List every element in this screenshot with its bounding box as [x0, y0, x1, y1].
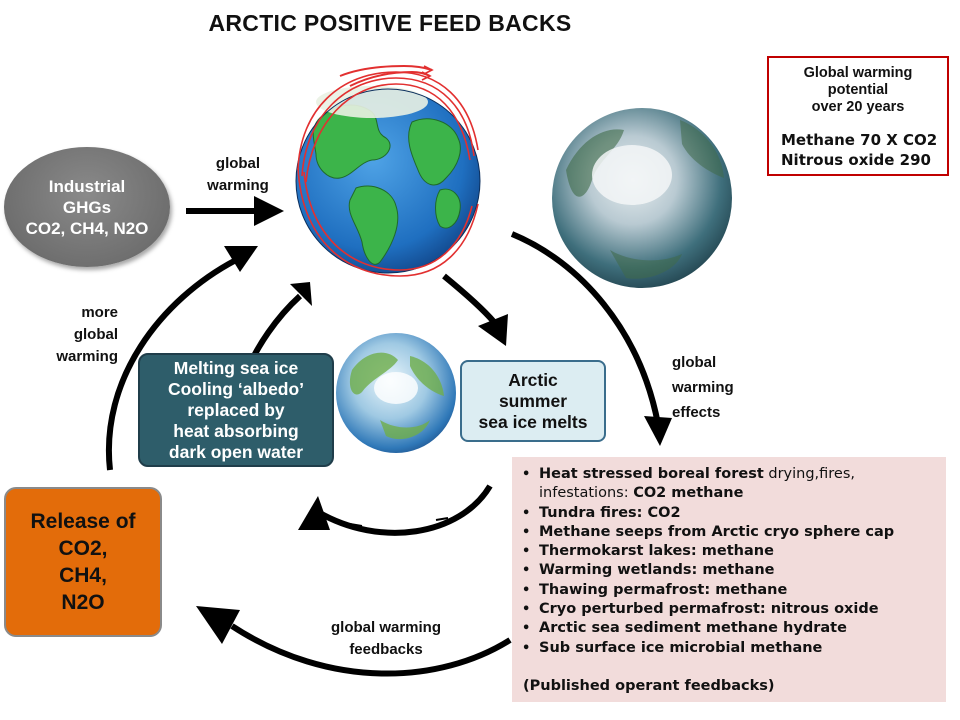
- effects-item: Tundra fires: CO2: [520, 504, 938, 524]
- effects-item1-tail: CO2 methane: [633, 485, 744, 502]
- label-feedbacks-2: feedbacks: [349, 641, 423, 658]
- gwp-line3: over 20 years: [811, 99, 905, 115]
- page-title: ARCTIC POSITIVE FEED BACKS: [208, 10, 572, 36]
- effects-item: Arctic sea sediment methane hydrate: [520, 619, 938, 639]
- effects-item: Warming wetlands: methane: [520, 561, 938, 581]
- label-global-warming: global warming: [205, 153, 271, 197]
- label-feedbacks-1: global warming: [330, 619, 441, 636]
- arrowhead-globe-to-arctic: [478, 314, 508, 346]
- effects-box: Heat stressed boreal forest drying,fires…: [512, 457, 946, 702]
- label-effects-1: global: [672, 354, 717, 371]
- effects-item: Cryo perturbed permafrost: nitrous oxide: [520, 600, 938, 620]
- release-line3: CH4,: [59, 564, 107, 587]
- north-pole-globe-icon: [336, 333, 456, 453]
- arrowhead-outer-top-right: [644, 416, 672, 446]
- arctic-sea-ice-box: Arctic summer sea ice melts: [460, 360, 606, 442]
- ghg-line1: Industrial: [48, 176, 126, 196]
- arrow-outer-left: [105, 257, 238, 471]
- arrowhead-ghg: [254, 196, 284, 226]
- effects-item1-bold: Heat stressed boreal forest: [539, 466, 764, 482]
- effects-note: (Published operant feedbacks): [523, 677, 775, 694]
- effects-item: Methane seeps from Arctic cryo sphere ca…: [520, 523, 938, 543]
- label-more-3: warming: [56, 348, 118, 365]
- effects-item: Heat stressed boreal forest drying,fires…: [520, 465, 938, 504]
- label-more-global-warming: more global warming: [36, 302, 118, 368]
- melting-line5: dark open water: [168, 441, 304, 462]
- label-effects-2: warming: [672, 379, 734, 396]
- effects-list: Heat stressed boreal forest drying,fires…: [520, 465, 938, 658]
- arctic-line2: summer: [498, 390, 568, 411]
- gwp-line2: potential: [827, 82, 889, 98]
- label-global-warming-effects: global warming effects: [672, 350, 752, 425]
- label-more-2: global: [73, 326, 118, 343]
- release-line1: Release of: [30, 510, 136, 533]
- melting-line1: Melting sea ice: [173, 357, 299, 378]
- gwp-nitrous: Nitrous oxide 290: [781, 151, 931, 169]
- arrowhead-inner-bottom: [298, 496, 330, 530]
- arctic-line3: sea ice melts: [478, 411, 588, 432]
- ghg-line2: GHGs: [62, 197, 112, 217]
- release-box: Release of CO2, CH4, N2O: [4, 487, 162, 637]
- effects-item1-normal: drying,fires, infestations:: [539, 466, 855, 502]
- melting-sea-ice-box: Melting sea ice Cooling ‘albedo’ replace…: [138, 353, 334, 467]
- arctic-globe-icon: [552, 108, 732, 288]
- effects-item: Thermokarst lakes: methane: [520, 542, 938, 562]
- label-more-1: more: [81, 304, 118, 321]
- label-effects-3: effects: [672, 404, 721, 421]
- label-global-warming-2: warming: [207, 177, 269, 194]
- arrow-outer-bottom: [230, 623, 512, 677]
- arctic-line1: Arctic: [508, 369, 558, 390]
- arrow-outer-top-right: [510, 231, 661, 425]
- release-line2: CO2,: [58, 537, 108, 560]
- arrow-globe-to-arctic: [442, 273, 497, 324]
- release-line4: N2O: [61, 591, 105, 614]
- ghg-line3: CO2, CH4, N2O: [25, 218, 149, 238]
- label-global-warming-feedbacks: global warming feedbacks: [300, 617, 472, 661]
- arrowhead-outer-left: [224, 246, 258, 272]
- gwp-box: Global warming potential over 20 years M…: [767, 56, 949, 176]
- melting-line2: Cooling ‘albedo’: [167, 378, 305, 399]
- arrowheads: [196, 196, 672, 644]
- dashes: [349, 517, 449, 527]
- arrow-inner-bottom: [316, 484, 493, 536]
- arrowhead-inner-left: [290, 282, 312, 306]
- melting-line4: heat absorbing: [173, 420, 299, 441]
- effects-item: Sub surface ice microbial methane: [520, 639, 938, 659]
- heat-shell-icon: [297, 64, 479, 277]
- gwp-line1: Global warming: [803, 65, 913, 81]
- arrows: [105, 208, 661, 677]
- industrial-ghg-node: Industrial GHGs CO2, CH4, N2O: [4, 147, 170, 267]
- gwp-methane: Methane 70 X CO2: [781, 131, 938, 149]
- melting-line3: replaced by: [187, 399, 285, 420]
- effects-item: Thawing permafrost: methane: [520, 581, 938, 601]
- label-global-warming-1: global: [215, 155, 261, 172]
- arrowhead-outer-bottom: [196, 606, 240, 644]
